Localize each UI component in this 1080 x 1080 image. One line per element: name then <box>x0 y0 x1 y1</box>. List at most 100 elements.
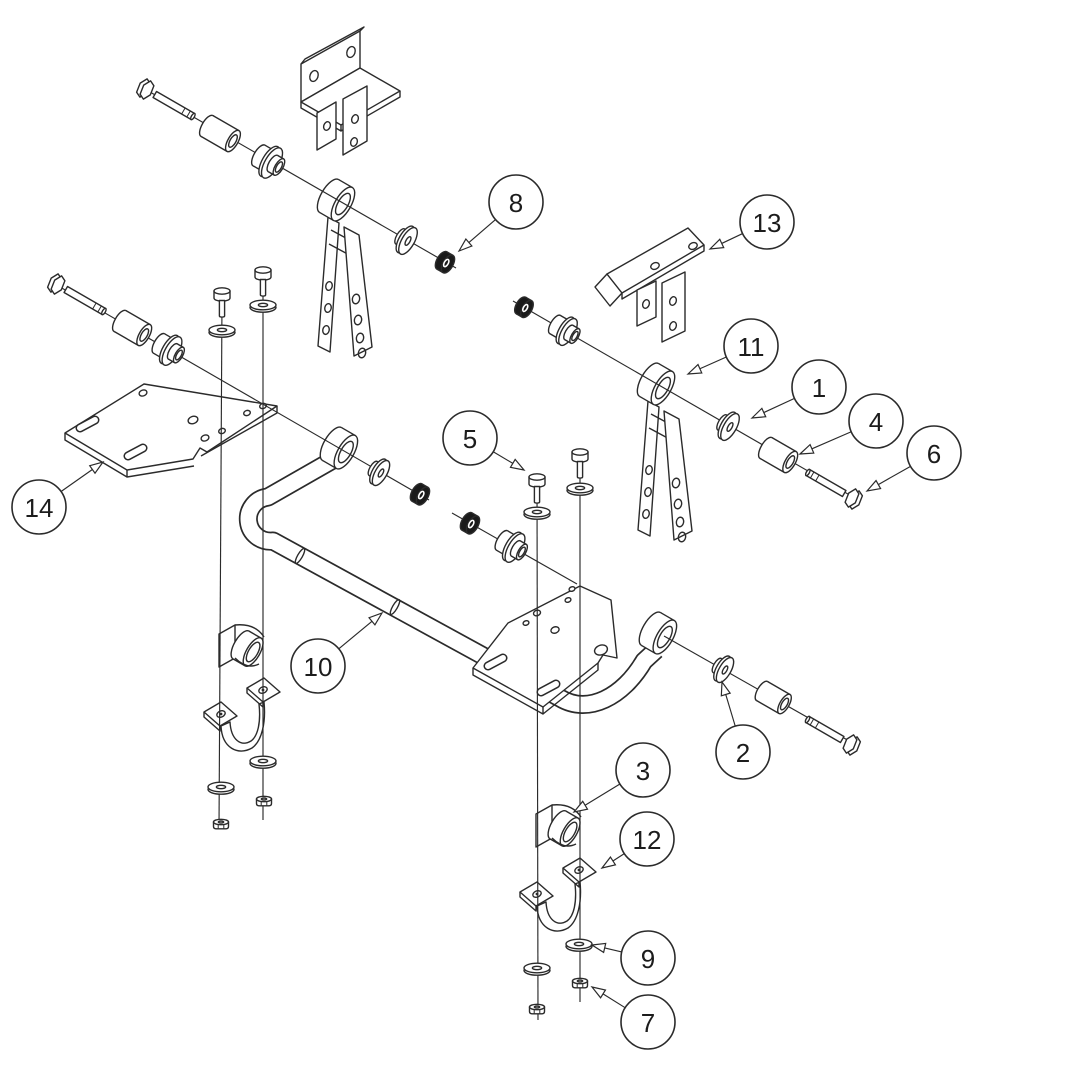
plate-bolt-left-a <box>213 287 231 318</box>
leader-arrow-icon <box>708 238 725 250</box>
washer-stack-left-a <box>207 781 235 795</box>
leader-line <box>763 397 795 414</box>
callout-number: 9 <box>641 944 655 974</box>
callout-circle <box>615 742 671 798</box>
leader-line <box>725 694 736 727</box>
bushing-top-left <box>250 144 286 179</box>
nut-stack-left-a <box>212 818 230 830</box>
spacer-right-top <box>757 436 799 474</box>
callout-number: 14 <box>25 493 54 523</box>
callout-number: 6 <box>927 439 941 469</box>
callout-number: 2 <box>736 738 750 768</box>
leader-arrow-icon <box>457 238 473 253</box>
leader-line <box>721 233 743 244</box>
locknut-top-left <box>434 250 456 274</box>
callout-number: 5 <box>463 424 477 454</box>
skid-plate-center <box>472 585 618 715</box>
callout-10: 10 <box>290 611 384 694</box>
axis-lines <box>59 91 861 1021</box>
plate-bolt-left-b <box>254 266 272 297</box>
end-link-front <box>316 178 373 359</box>
callout-7: 7 <box>590 986 676 1050</box>
leader-line <box>338 620 373 650</box>
hex-bolt-top-left <box>135 78 196 121</box>
callout-3: 3 <box>572 742 671 813</box>
washer-top-left <box>394 225 418 256</box>
skid-plate-left <box>64 383 278 478</box>
hex-bolt-mid-left <box>46 273 107 316</box>
locknut-right-top <box>513 296 534 319</box>
callout-number: 11 <box>738 332 765 362</box>
callout-2: 2 <box>715 680 771 780</box>
callout-circle <box>723 318 779 374</box>
callout-circle <box>906 425 962 481</box>
leader-arrow-icon <box>686 363 703 375</box>
callout-4: 4 <box>798 393 904 455</box>
callout-number: 4 <box>869 407 883 437</box>
callout-circle <box>739 194 795 250</box>
callout-circle <box>290 638 346 694</box>
leader-line <box>612 853 625 862</box>
callout-9: 9 <box>590 930 676 986</box>
callout-number: 10 <box>304 652 333 682</box>
plate-bolt-center-b <box>571 448 589 479</box>
washer-stack-right-b <box>565 938 593 952</box>
plate-washer-left-a <box>208 324 236 338</box>
leader-line <box>584 783 621 806</box>
locknut-center-b <box>459 511 481 535</box>
leader-arrow-icon <box>798 443 815 455</box>
washer-stack-left-b <box>249 755 277 769</box>
callout-6: 6 <box>865 425 962 492</box>
leader-line <box>811 431 852 450</box>
callout-13: 13 <box>708 194 795 250</box>
bushing-block-right <box>535 804 582 848</box>
plate-washer-left-b <box>249 299 277 313</box>
callout-12: 12 <box>600 811 675 869</box>
nut-stack-left-b <box>255 795 273 807</box>
nut-stack-right-a <box>528 1003 546 1015</box>
plate-washer-center-b <box>566 482 594 496</box>
end-link-rear <box>636 362 693 543</box>
callout-number: 1 <box>812 373 826 403</box>
frame-bracket-top <box>300 26 401 156</box>
washer-right-bottom <box>711 655 735 684</box>
leader-arrow-icon <box>590 986 607 999</box>
callout-circle <box>619 811 675 867</box>
callout-number: 7 <box>641 1008 655 1038</box>
washer-stack-right-a <box>523 962 551 976</box>
leader-arrow-icon <box>572 800 589 813</box>
callout-circle <box>791 359 847 415</box>
bushing-block-left <box>218 624 265 668</box>
leader-arrow-icon <box>590 942 607 954</box>
callout-1: 1 <box>750 359 847 419</box>
spacer-top-left <box>198 114 242 153</box>
callout-5: 5 <box>442 410 526 471</box>
leader-line <box>468 219 496 243</box>
callout-11: 11 <box>686 318 779 375</box>
bushing-center <box>494 529 529 563</box>
bar-clamp-right <box>519 857 597 932</box>
plate-washer-center-a <box>523 506 551 520</box>
callout-number: 12 <box>633 825 662 855</box>
callout-number: 13 <box>753 208 782 238</box>
locknut-center-a <box>409 482 431 506</box>
leader-arrow-icon <box>600 856 617 869</box>
leader-arrow-icon <box>509 458 526 471</box>
frame-bracket-13 <box>594 227 705 343</box>
callout-circle <box>620 994 676 1050</box>
plate-bolt-center-a <box>528 473 546 504</box>
spacer-mid-left <box>111 309 153 347</box>
callout-circle <box>442 410 498 466</box>
callout-circle <box>11 479 67 535</box>
leader-line <box>60 469 93 492</box>
leader-line <box>878 465 911 486</box>
leader-arrow-icon <box>865 479 882 492</box>
nut-stack-right-b <box>571 977 589 989</box>
bar-clamp-left <box>203 677 281 752</box>
bushing-right-top <box>547 314 581 347</box>
callout-circle <box>488 174 544 230</box>
washer-center <box>367 458 391 487</box>
leader-line <box>492 451 514 464</box>
leader-arrow-icon <box>750 407 767 419</box>
